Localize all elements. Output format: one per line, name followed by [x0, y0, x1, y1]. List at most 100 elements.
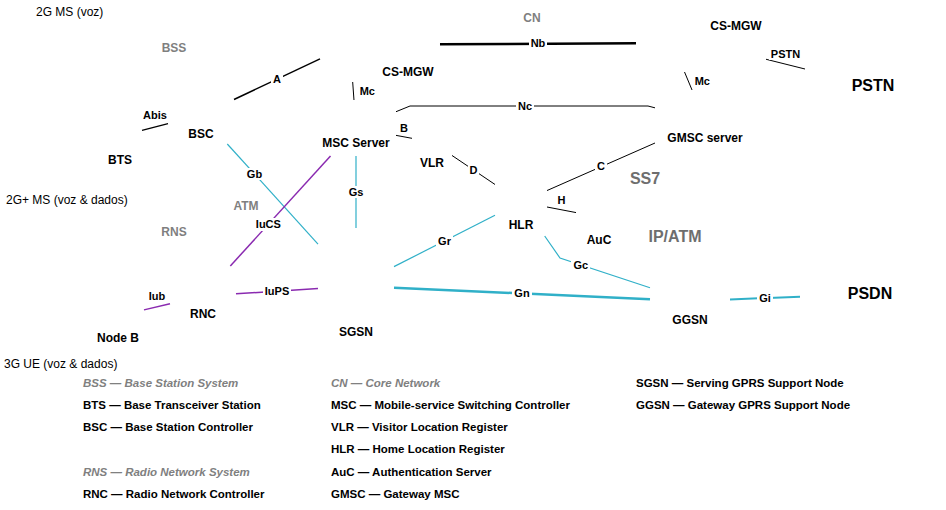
tower-strut [112, 268, 124, 269]
phone-antenna [31, 58, 34, 67]
phone-antenna [50, 55, 53, 63]
interface-label: C [595, 160, 607, 173]
box-front [320, 34, 366, 68]
definition-text: GGSN — Gateway GPRS Support Node [636, 399, 850, 412]
tower-strut [114, 302, 121, 303]
switch-cross [326, 252, 366, 318]
cloud-fill [813, 72, 851, 106]
server-slot [587, 196, 601, 199]
node-label: ATM [233, 200, 258, 214]
box-side [370, 228, 390, 322]
register-db: HLR [495, 168, 547, 236]
definition-text: BTS — Base Transceiver Station [83, 399, 261, 412]
bts-tower [110, 46, 130, 96]
shape [396, 126, 679, 232]
box-top [172, 266, 234, 277]
box-top [170, 86, 232, 97]
node-label: AuC [587, 234, 612, 248]
interface-label: Gc [571, 259, 590, 272]
switch-cross [326, 252, 366, 318]
interface-label: Gb [245, 168, 264, 181]
network-cloud: PSTN [805, 50, 941, 122]
pointer-arrow [58, 24, 66, 52]
region-ellipse [227, 193, 265, 303]
signalling-ellipse: SS7HLRAuC [395, 125, 680, 233]
interface-label: Nc [516, 100, 534, 113]
tower-body [108, 242, 128, 282]
shape [91, 223, 258, 352]
server-slot [360, 119, 375, 123]
phone-3g [40, 262, 57, 314]
box-side [730, 90, 741, 126]
controller-box: BSC [168, 86, 234, 144]
group-border [91, 223, 258, 352]
abis-wire [128, 78, 170, 98]
switch-cross [174, 101, 217, 120]
core-group: CNIP/ATMSS7HLRAuCVLRCS-MGWMSC ServerGMSC… [307, 8, 757, 354]
tower-strut [112, 309, 123, 310]
tower-strut [115, 296, 119, 297]
definition-text: BSS — Base Station System [83, 377, 238, 390]
cylinder-top [499, 168, 543, 184]
box-front [318, 110, 384, 132]
nodeb-tower [108, 236, 128, 282]
switch-cross [176, 281, 219, 300]
box-top [322, 228, 390, 248]
node-label: BTS [108, 154, 132, 168]
definition-text: BSC — Base Station Controller [83, 421, 253, 434]
interface-link [452, 155, 495, 184]
base-station: BTS [98, 100, 142, 172]
cylinder-top [416, 112, 448, 124]
node-label: SGSN [339, 326, 373, 340]
definition-text: CN — Core Network [331, 377, 440, 390]
tower-body [110, 106, 130, 150]
interface-link [142, 124, 168, 131]
definition-text: MSC — Mobile-service Switching Controlle… [331, 399, 570, 412]
cloud-fill [849, 76, 897, 120]
interface-label: Mc [358, 85, 377, 98]
server-slot [674, 112, 687, 116]
box-side [693, 18, 708, 68]
definition-text: RNS — Radio Network System [83, 466, 250, 479]
interface-link [396, 135, 412, 138]
definition-text: SGSN — Serving GPRS Support Node [636, 377, 844, 390]
interface-link [394, 215, 495, 266]
shape [636, 18, 708, 68]
node-label: RNS [161, 226, 186, 240]
box-front [583, 192, 605, 230]
cloud-fill [897, 280, 932, 311]
shape [812, 52, 935, 120]
switch-server: GMSC server [655, 90, 755, 152]
system-group: BSSBTSBSC [90, 38, 258, 180]
box-side [221, 86, 232, 124]
box-top [669, 90, 741, 101]
node-label: CS-MGW [382, 66, 433, 80]
shape [659, 270, 721, 310]
tower-strut [116, 66, 124, 67]
box-top [320, 20, 380, 34]
tower-strut [118, 113, 121, 114]
phone-keys [47, 81, 56, 102]
interface-link [394, 288, 650, 299]
server-slot [323, 119, 338, 123]
server-slot [342, 119, 357, 123]
cylinder-body [499, 176, 543, 216]
device-label: 3G UE (voz & dados) [4, 358, 117, 372]
box-top [636, 18, 708, 33]
node-label: VLR [420, 157, 444, 171]
phone-body [44, 62, 59, 106]
definition-text: VLR — Visitor Location Register [331, 421, 508, 434]
shape [320, 20, 380, 68]
box-side [223, 266, 234, 304]
tower-strut [115, 128, 125, 129]
box-top [318, 100, 394, 110]
switch-cross [640, 37, 689, 64]
interface-label: Gr [436, 235, 453, 248]
node-label: GGSN [672, 314, 707, 328]
tower-strut [114, 78, 126, 79]
cloud-outline [807, 279, 849, 316]
definition-text: AuC — Authentication Server [331, 466, 492, 479]
server-slot [708, 112, 721, 116]
box-front [669, 101, 730, 126]
